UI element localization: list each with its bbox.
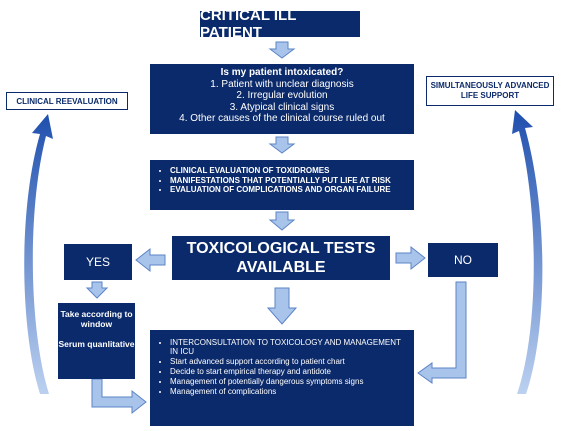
als-curve-arrow [512,110,543,394]
action-item: INTERCONSULTATION TO TOXICOLOGY AND MANA… [170,338,408,357]
toxicological-tests-box: TOXICOLOGICAL TESTS AVAILABLE [172,236,390,280]
serum-qualitative-label: Serum quanlitative [58,339,135,349]
take-window-label: Take according to window [60,309,133,329]
evaluation-item: MANIFESTATIONS THAT POTENTIALLY PUT LIFE… [170,176,408,186]
clinical-reevaluation-box: CLINICAL REEVALUATION [6,92,128,110]
intox-criterion: 2. Irregular evolution [236,90,328,101]
take-sample-box: Take according to window Serum quanlitat… [58,303,135,379]
arrow-tests-to-actions [266,287,298,325]
yes-box: YES [64,244,132,280]
no-label: NO [454,253,472,267]
arrow-intox-to-eval [268,136,296,154]
action-item: Management of potentially dangerous symp… [170,377,408,386]
action-item: Management of complications [170,387,408,396]
no-box: NO [428,243,498,277]
arrow-tests-to-no [395,245,426,271]
arrow-tests-to-yes [135,247,166,273]
critical-ill-patient-label: CRITICAL ILL PATIENT [200,7,297,41]
intoxication-question: Is my patient intoxicated? [220,67,344,78]
intox-criterion: 4. Other causes of the clinical course r… [179,113,385,124]
evaluation-item: CLINICAL EVALUATION OF TOXIDROMES [170,166,408,176]
clinical-reevaluation-label: CLINICAL REEVALUATION [16,96,118,106]
arrow-title-to-intox [268,41,296,59]
clinical-evaluation-box: CLINICAL EVALUATION OF TOXIDROMES MANIFE… [150,160,414,210]
action-item: Start advanced support according to pati… [170,357,408,366]
intox-criterion: 1. Patient with unclear diagnosis [210,78,354,90]
arrow-no-to-actions [417,281,467,384]
advanced-life-support-label: SIMULTANEOUSLY ADVANCED LIFE SUPPORT [430,81,550,100]
tests-label-line2: AVAILABLE [236,259,326,276]
tests-label-line1: TOXICOLOGICAL TESTS [186,240,376,257]
advanced-life-support-box: SIMULTANEOUSLY ADVANCED LIFE SUPPORT [426,76,554,106]
action-item: Decide to start empirical therapy and an… [170,367,408,376]
critical-ill-patient-box: CRITICAL ILL PATIENT [200,7,360,41]
reevaluation-curve-arrow [24,114,53,394]
management-actions-box: INTERCONSULTATION TO TOXICOLOGY AND MANA… [150,330,414,426]
intoxication-question-box: Is my patient intoxicated? 1. Patient wi… [150,64,414,134]
yes-label: YES [85,255,110,269]
arrow-eval-to-tests [268,211,296,231]
intox-criterion: 3. Atypical clinical signs [229,101,335,113]
arrow-yes-to-take [85,281,109,299]
arrow-take-to-actions [91,378,147,415]
evaluation-item: EVALUATION OF COMPLICATIONS AND ORGAN FA… [170,185,408,195]
